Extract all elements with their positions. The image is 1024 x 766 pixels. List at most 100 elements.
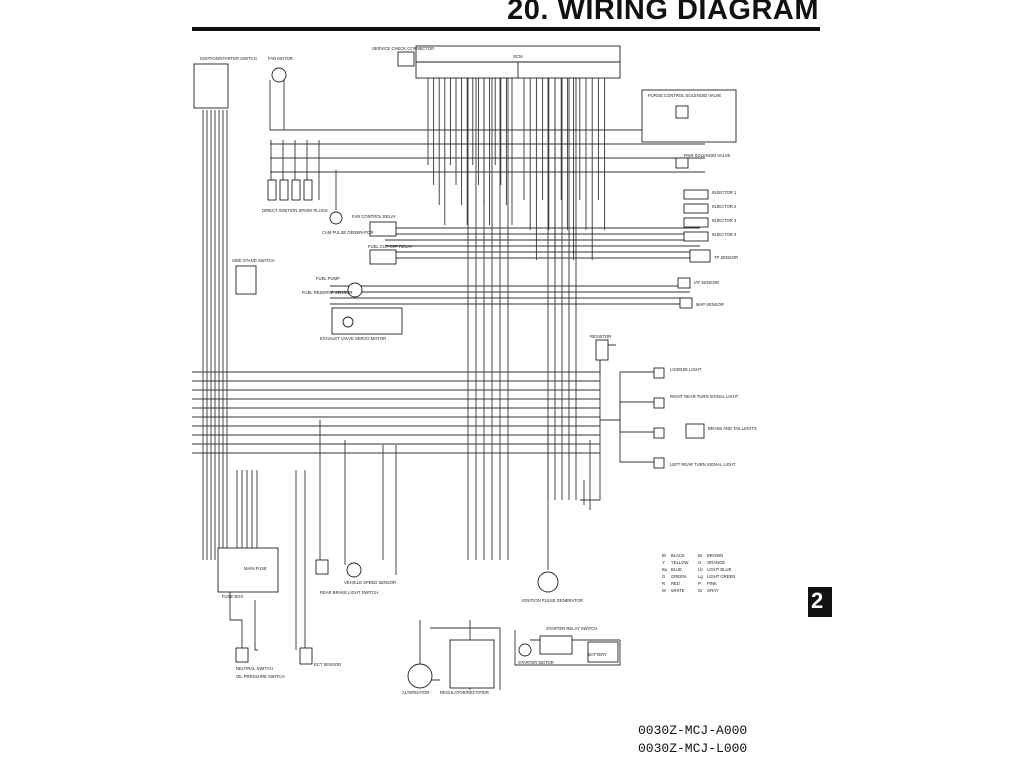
component-label-fuel-pump: FUEL PUMP [316, 276, 340, 281]
component-label-starter-relay: STARTER RELAY SWITCH [546, 626, 597, 631]
component-label-tp-sensor: TP SENSOR [714, 255, 738, 260]
component-symbols [193, 45, 737, 689]
component-label-pair-solenoid: PAIR SOLENOID VALVE [684, 153, 731, 158]
component-label-starter-motor: STARTER MOTOR [518, 660, 554, 665]
component-label-rear-brake-switch: REAR BRAKE LIGHT SWITCH [320, 590, 378, 595]
section-tab[interactable]: 2 [808, 587, 832, 617]
ignition-switch-symbol [193, 63, 229, 109]
title-rule [192, 27, 820, 31]
wire [430, 627, 501, 690]
component-label-right-turn: RIGHT REAR TURN SIGNAL LIGHT [670, 394, 739, 399]
component-label-side-stand: SIDE STAND SWITCH [232, 258, 275, 263]
component-label-fan-motor: FAN MOTOR [268, 56, 293, 61]
component-label-fuse-box: FUSE BOX [222, 594, 243, 599]
component-label-purge-solenoid: PURGE CONTROL SOLENOID VALVE [648, 93, 721, 98]
component-label-iat-sensor: IAT SENSOR [694, 280, 719, 285]
rear-light-symbol [653, 427, 665, 439]
wire [580, 345, 601, 501]
component-label-vehicle-speed: VEHICLE SPEED SENSOR [344, 580, 396, 585]
fuse-box-symbol [217, 547, 279, 593]
legend-code: P [698, 581, 701, 586]
component-label-brake-tail: BRAKE AND TAILLIGHTS [708, 426, 757, 431]
part-code: 0030Z-MCJ-A000 [638, 723, 748, 738]
wire [254, 600, 258, 651]
legend-color-name: BLACK [671, 553, 685, 558]
legend-color-name: BLUE [671, 567, 682, 572]
legend-color-name: WHITE [671, 588, 685, 593]
component-label-fan-relay: FAN CONTROL RELAY [352, 214, 396, 219]
map-sensor-symbol [679, 297, 693, 309]
side-stand-symbol [235, 265, 257, 295]
page-title: 20. WIRING DIAGRAM [507, 0, 819, 26]
component-label-license-light: LICENSE LIGHT [670, 367, 702, 372]
component-label-exhaust-servo: EXHAUST VALVE SERVO MOTOR [320, 336, 386, 341]
legend-color-name: RED [671, 581, 680, 586]
injector-symbol [683, 217, 709, 228]
wire-harness [192, 78, 705, 690]
wire [600, 419, 655, 463]
injector-symbol [683, 203, 709, 214]
ignition-pulse-symbol [537, 571, 559, 593]
legend-color-name: PINK [707, 581, 717, 586]
component-label-alternator: ALTERNATOR [402, 690, 429, 695]
legend-color-name: LIGHT BLUE [707, 567, 732, 572]
legend-code: W [662, 588, 666, 593]
spark-plug-symbol [291, 179, 301, 201]
fan-relay-symbol [369, 221, 397, 237]
component-label-regulator: REGULATOR/RECTIFIER [440, 690, 489, 695]
wire [600, 401, 655, 421]
component-label-injector-2: INJECTOR 2 [712, 204, 737, 209]
fuel-cutoff-symbol [369, 249, 397, 265]
legend-color-name: GRAY [707, 588, 719, 593]
injector-symbol [683, 189, 709, 200]
legend-code: Br [698, 553, 703, 558]
purge-solenoid-symbol [675, 105, 689, 119]
brake-tail-symbol [685, 423, 705, 439]
component-label-fuel-cutoff: FUEL CUT-OFF RELAY [368, 244, 413, 249]
legend-color-name: BROWN [707, 553, 723, 558]
wire [514, 630, 621, 666]
component-label-service-check: SERVICE CHECK CONNECTOR [372, 46, 434, 51]
component-label-main-fuse: MAIN FUSE [244, 566, 267, 571]
fan-motor-symbol [271, 67, 287, 83]
starter-motor-symbol [518, 643, 532, 657]
rear-light-symbol [653, 457, 665, 469]
spark-plug-symbol [303, 179, 313, 201]
component-label-ect-sensor: ECT SENSOR [314, 662, 341, 667]
component-label-ignition-pulse: IGNITION PULSE GENERATOR [522, 598, 583, 603]
neutral-switch-symbol [235, 647, 249, 663]
exhaust-servo-symbol [342, 316, 354, 328]
fuel-pump-symbol [347, 282, 363, 298]
purge-solenoid-box [641, 89, 737, 143]
rear-light-symbol [653, 397, 665, 409]
component-label-map-sensor: MAP SENSOR [696, 302, 724, 307]
rear-light-symbol [653, 367, 665, 379]
injector-symbol [683, 231, 709, 242]
regulator-symbol [449, 639, 495, 689]
component-label-injector-3: INJECTOR 3 [712, 218, 737, 223]
vehicle-speed-symbol [346, 562, 362, 578]
ecm-label: ECM [513, 54, 523, 59]
component-label-resistor: RESISTOR [590, 334, 611, 339]
component-label-battery: BATTERY [588, 652, 607, 657]
legend-code: Bl [662, 553, 666, 558]
legend-code: G [662, 574, 665, 579]
wire [600, 371, 655, 421]
legend-color-name: ORANGE [707, 560, 725, 565]
iat-sensor-symbol [677, 277, 691, 289]
rear-brake-switch-symbol [315, 559, 329, 575]
component-label-cam-pulse: CAM PULSE GENERATOR [322, 230, 374, 235]
alternator-symbol [407, 663, 433, 689]
legend-code: O [698, 560, 702, 565]
part-code: 0030Z-MCJ-L000 [638, 741, 748, 756]
legend-code: Y [662, 560, 665, 565]
exhaust-servo-box [331, 307, 403, 335]
tp-sensor-symbol [689, 249, 711, 263]
component-label-injector-4: INJECTOR 4 [712, 232, 737, 237]
legend-code: R [662, 581, 665, 586]
section-tab-number: 2 [811, 588, 824, 613]
